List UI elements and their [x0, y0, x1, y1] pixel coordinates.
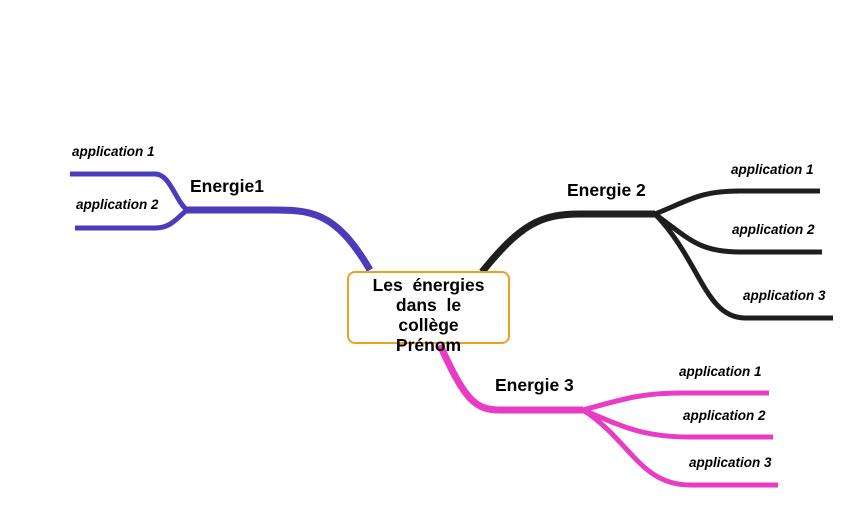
central-topic-line-2: dans le — [395, 295, 462, 315]
central-topic-line-4: Prénom — [395, 335, 462, 355]
branch-energie3-leaf-1-label[interactable]: application 1 — [679, 364, 762, 379]
branch-energie1-label[interactable]: Energie1 — [190, 176, 264, 196]
branch-energie2-leaf-2-label[interactable]: application 2 — [732, 222, 815, 237]
branch-energie3-leaf-3-connector — [581, 407, 778, 488]
branch-energie1-leaf-1-label[interactable]: application 1 — [72, 144, 155, 159]
branch-energie1-connector — [185, 206, 374, 272]
branch-energie3-connector — [436, 343, 583, 414]
branch-energie2-label[interactable]: Energie 2 — [567, 180, 646, 200]
branch-energie3-leaf-1-connector — [582, 390, 769, 413]
central-topic-text: Les énergies dans le collège Prénom — [347, 275, 510, 355]
central-topic-line-3: collège — [398, 315, 459, 335]
branch-energie2-connector — [479, 210, 655, 275]
branch-energie3-leaf-2-connector — [582, 407, 773, 440]
branch-energie1-leaf-1-connector — [70, 171, 189, 212]
branch-energie2-leaf-2-connector — [653, 211, 822, 255]
branch-energie2-leaf-1-connector — [654, 188, 820, 217]
branch-energie1-leaf-2-label[interactable]: application 2 — [76, 197, 159, 212]
central-topic-line-1: Les énergies — [372, 275, 485, 295]
branch-energie3-leaf-2-label[interactable]: application 2 — [683, 408, 766, 423]
branch-energie3-leaf-3-label[interactable]: application 3 — [689, 455, 772, 470]
branch-energie2-leaf-3-label[interactable]: application 3 — [743, 288, 826, 303]
central-topic-box[interactable] — [347, 271, 510, 344]
branch-energie1-leaf-2-connector — [75, 208, 189, 231]
branch-energie2-leaf-3-connector — [653, 212, 833, 321]
branch-energie2-leaf-1-label[interactable]: application 1 — [731, 162, 814, 177]
branch-energie3-label[interactable]: Energie 3 — [495, 375, 574, 395]
